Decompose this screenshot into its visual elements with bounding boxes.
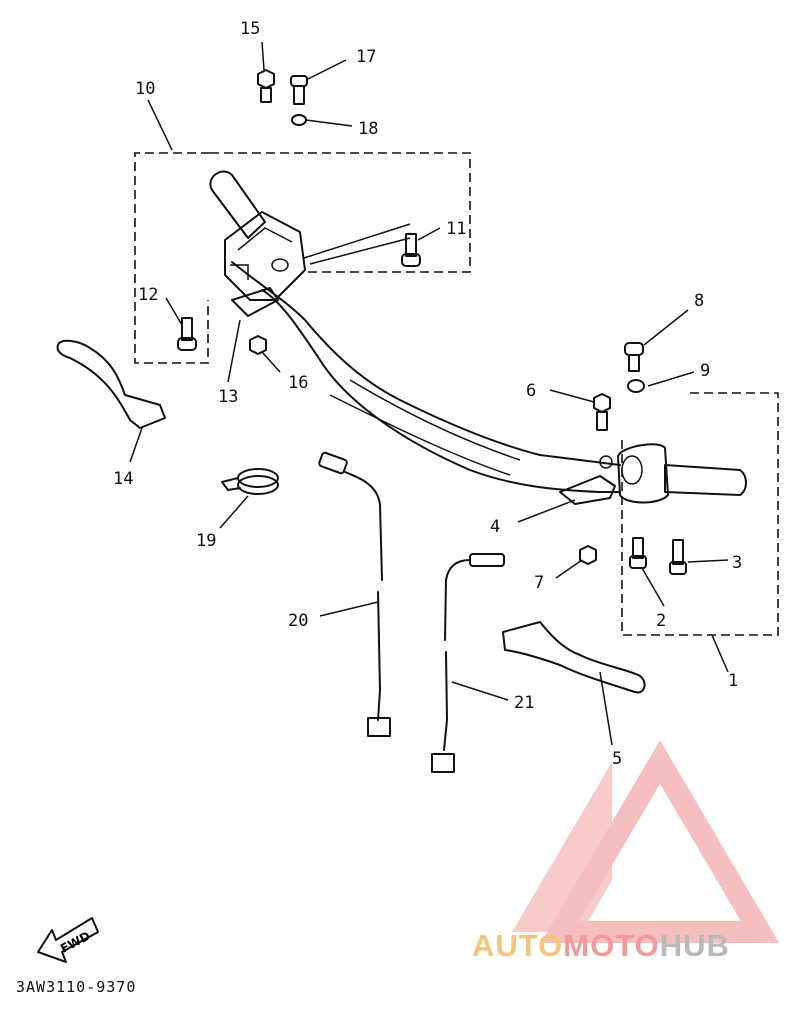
callout-9: 9	[700, 361, 710, 381]
callout-14: 14	[113, 469, 133, 489]
callout-7: 7	[534, 573, 544, 593]
nut-7	[579, 545, 597, 565]
callout-20: 20	[288, 611, 308, 631]
callout-15: 15	[240, 19, 260, 39]
watermark-text-moto: MOTO	[563, 928, 660, 963]
callout-11: 11	[446, 219, 466, 239]
callout-5: 5	[612, 749, 622, 769]
callout-1: 1	[728, 671, 738, 691]
callout-19: 19	[196, 531, 216, 551]
watermark-text-auto: AUTO	[472, 928, 564, 963]
washer-18	[291, 114, 307, 126]
switch-wire-20	[318, 451, 391, 737]
callout-12: 12	[138, 285, 158, 305]
callout-13: 13	[218, 387, 238, 407]
clamp-19	[221, 468, 279, 495]
switch-wire-21	[431, 553, 505, 773]
clutch-lever	[56, 339, 166, 429]
callout-4: 4	[490, 517, 500, 537]
washer-9	[627, 379, 645, 393]
callout-2: 2	[656, 611, 666, 631]
bolt-8	[624, 342, 644, 372]
bolt-11	[401, 233, 421, 267]
callout-21: 21	[514, 693, 534, 713]
callout-10: 10	[135, 79, 155, 99]
watermark-logo	[512, 740, 780, 943]
group-box-10-top	[210, 152, 471, 273]
fwd-label: FWD	[58, 929, 92, 956]
right-handlebar-switch	[559, 443, 669, 505]
screw-2	[629, 537, 647, 569]
nut-16	[249, 335, 267, 355]
callout-16: 16	[288, 373, 308, 393]
diagram-code: 3AW3110-9370	[16, 978, 137, 996]
fwd-arrow-icon: FWD	[37, 917, 99, 963]
bolt-12	[177, 317, 197, 351]
callout-17: 17	[356, 47, 376, 67]
callout-8: 8	[694, 291, 704, 311]
watermark-text-hub: HUB	[659, 928, 730, 963]
bolt-6	[593, 393, 611, 431]
handlebar	[209, 170, 747, 496]
callout-6: 6	[526, 381, 536, 401]
group-box-1	[621, 392, 779, 636]
watermark-text: AUTOMOTOHUB	[472, 928, 730, 964]
bolt-17	[290, 75, 308, 105]
callout-3: 3	[732, 553, 742, 573]
brake-lever	[502, 621, 646, 694]
callout-labels: 15 17 18 10 11 12 13 16 14 19 20 21 5 4 …	[113, 19, 742, 769]
left-handlebar-switch	[224, 211, 306, 317]
callout-18: 18	[358, 119, 378, 139]
group-box-10	[134, 152, 210, 364]
leader-lines	[129, 41, 729, 746]
bolt-15	[257, 69, 275, 103]
screw-3	[669, 539, 687, 575]
